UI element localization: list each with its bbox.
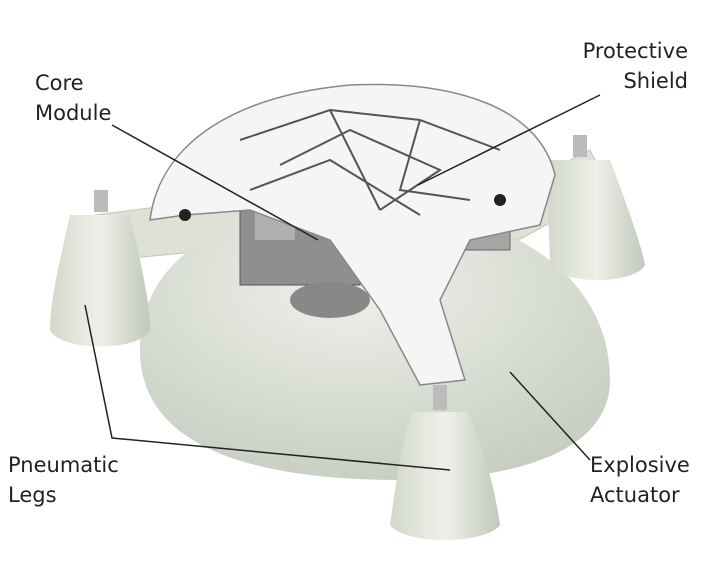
protective-shield-label: Protective Shield [583,36,688,96]
pneumatic-leg-front [390,385,500,540]
pneumatic-legs-label: Pneumatic Legs [8,450,119,510]
label-line: Pneumatic [8,453,119,477]
pneumatic-leg-left [50,190,150,347]
label-line: Actuator [590,483,680,507]
protective-shield [149,83,556,386]
label-line: Core [35,71,84,95]
label-line: Shield [623,69,688,93]
label-line: Protective [582,39,688,63]
label-line: Legs [8,483,57,507]
label-line: Explosive [590,453,690,477]
core-module-label: Core Module [35,68,111,128]
leader-lines [84,94,601,471]
explosive-actuator-label: Explosive Actuator [590,450,690,510]
pneumatic-leg-right [547,135,645,280]
label-line: Module [35,101,112,125]
